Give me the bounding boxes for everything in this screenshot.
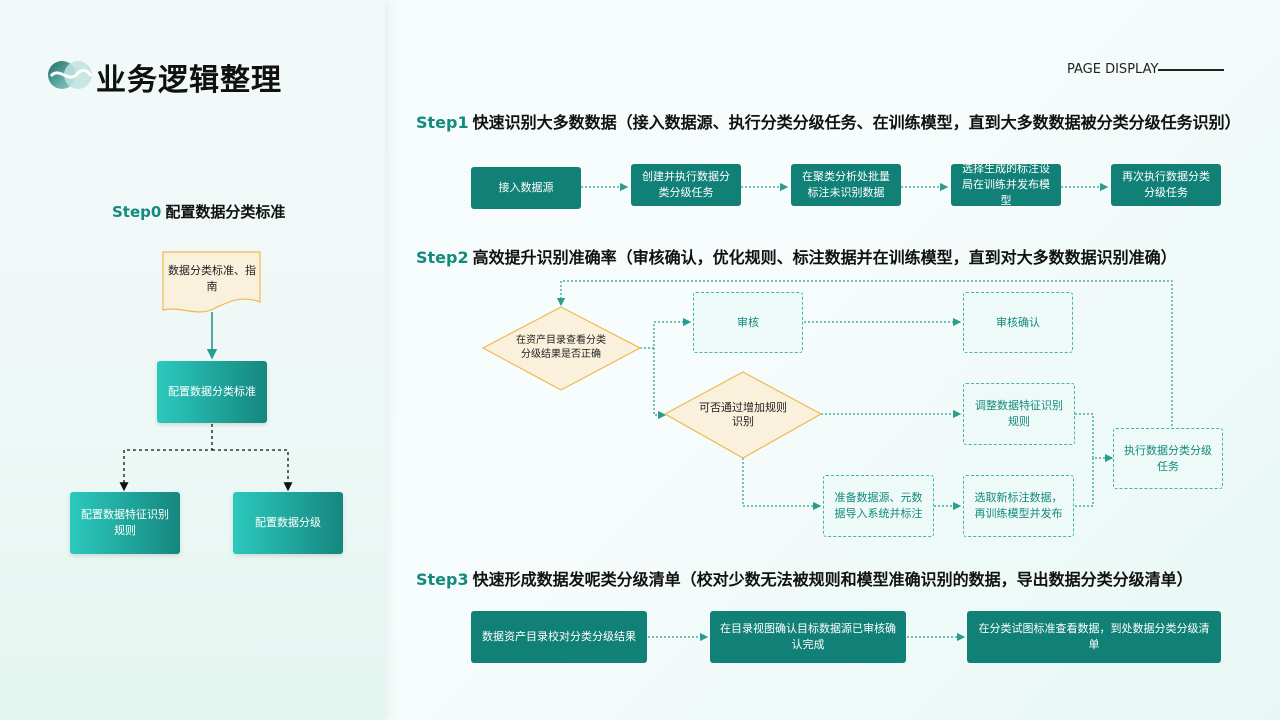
step3-box: 在分类试图标准查看数据，到处数据分类分级清单 (967, 611, 1221, 663)
adjust-rule-box: 调整数据特征识别规则 (963, 383, 1075, 445)
step2-title: 高效提升识别准确率（审核确认，优化规则、标注数据并在训练模型，直到对大多数数据识… (472, 248, 1177, 267)
page-display-label: PAGE DISPLAY (1067, 62, 1159, 77)
config-standard-box: 配置数据分类标准 (157, 361, 267, 423)
step1-box: 选择生成的标注设局在训练并发布模型 (951, 162, 1061, 207)
left-panel (0, 0, 385, 720)
audit-confirm-box: 审核确认 (963, 292, 1073, 353)
config-level-box: 配置数据分级 (233, 492, 343, 554)
step0-number: Step0 (112, 203, 162, 221)
step1-box: 创建并执行数据分类分级任务 (631, 164, 741, 206)
document-label: 数据分类标准、指南 (168, 264, 256, 293)
step2-number: Step2 (416, 248, 469, 267)
logo-icon (48, 61, 93, 89)
page-display-line (1158, 69, 1224, 71)
step1-number: Step1 (416, 113, 469, 132)
document-shape (162, 251, 261, 313)
decision-diamond-rule (663, 371, 823, 459)
step1-box: 在聚类分析处批量标注未识别数据 (791, 164, 901, 206)
step0-title: 配置数据分类标准 (165, 203, 286, 221)
step1-box: 接入数据源 (471, 167, 581, 209)
prepare-data-box: 准备数据源、元数据导入系统并标注 (823, 475, 934, 537)
diamond2-label: 可否通过增加规则识别 (699, 401, 787, 428)
step1-box: 再次执行数据分类分级任务 (1111, 164, 1221, 206)
step3-number: Step3 (416, 570, 469, 589)
config-rule-box: 配置数据特征识别规则 (70, 492, 180, 554)
step1-title: 快速识别大多数数据（接入数据源、执行分类分级任务、在训练模型，直到大多数数据被分… (472, 113, 1241, 132)
audit-box: 审核 (693, 292, 803, 353)
step3-box: 在目录视图确认目标数据源已审核确认完成 (710, 611, 906, 663)
decision-diamond-check (481, 306, 642, 391)
diamond1-label: 在资产目录查看分类分级结果是否正确 (516, 335, 606, 360)
execute-task-box: 执行数据分类分级任务 (1113, 428, 1223, 489)
page-title: 业务逻辑整理 (96, 63, 282, 98)
select-retrain-box: 选取新标注数据，再训练模型并发布 (963, 475, 1074, 537)
step3-title: 快速形成数据发呢类分级清单（校对少数无法被规则和模型准确识别的数据，导出数据分类… (472, 570, 1193, 589)
step3-box: 数据资产目录校对分类分级结果 (471, 611, 647, 663)
